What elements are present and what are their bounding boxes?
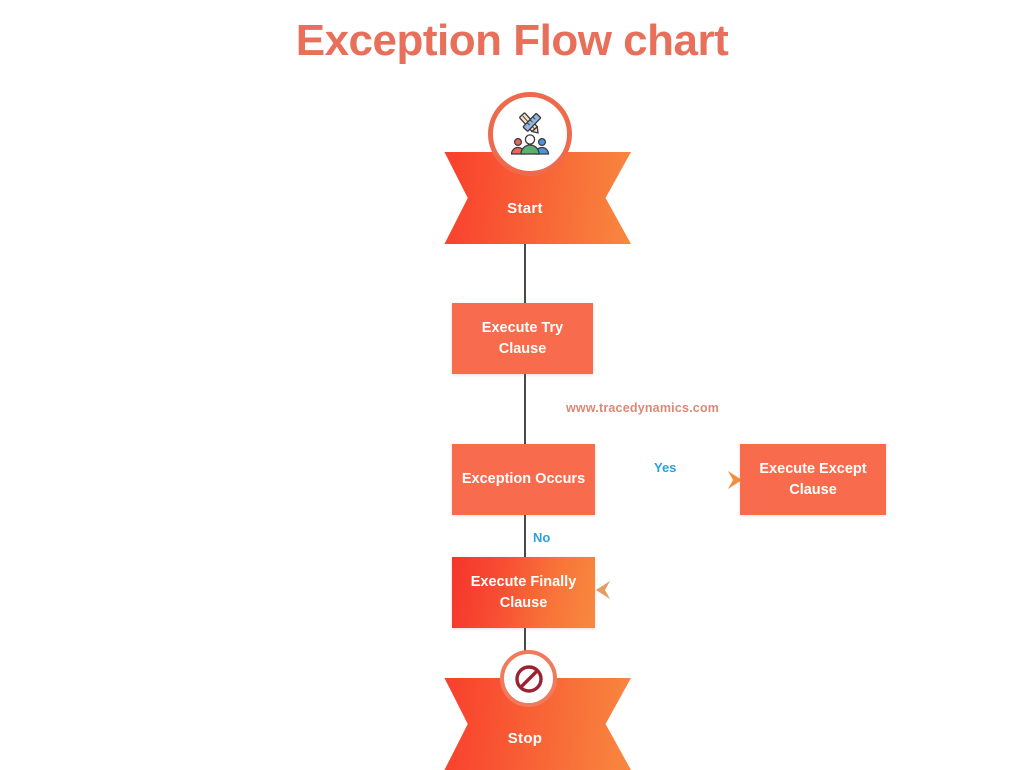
arrowhead-into-finally xyxy=(596,581,610,599)
node-execute-except-clause-label: Execute Except Clause xyxy=(759,460,867,498)
page-title: Exception Flow chart xyxy=(295,16,729,65)
node-execute-finally-clause[interactable]: Execute Finally Clause xyxy=(452,557,595,628)
node-stop-label: Stop xyxy=(507,729,543,747)
node-execute-except-clause[interactable]: Execute Except Clause xyxy=(740,444,886,515)
team-design-icon xyxy=(488,92,572,176)
node-exception-occurs-label: Exception Occurs xyxy=(461,471,586,488)
node-exception-occurs[interactable]: Exception Occurs xyxy=(452,444,595,515)
node-execute-finally-clause-label: Execute Finally Clause xyxy=(470,573,577,611)
node-start-label: Start xyxy=(507,199,543,217)
node-execute-try-clause[interactable]: Execute Try Clause xyxy=(452,303,593,374)
edge-label-yes: Yes xyxy=(654,460,677,475)
node-execute-try-clause-label: Execute Try Clause xyxy=(481,319,564,357)
watermark: www.tracedynamics.com xyxy=(566,401,720,415)
prohibition-icon-glyph xyxy=(514,664,543,693)
edge-label-no: No xyxy=(533,530,551,545)
team-design-icon-glyph xyxy=(510,112,550,155)
prohibition-icon xyxy=(500,650,557,707)
